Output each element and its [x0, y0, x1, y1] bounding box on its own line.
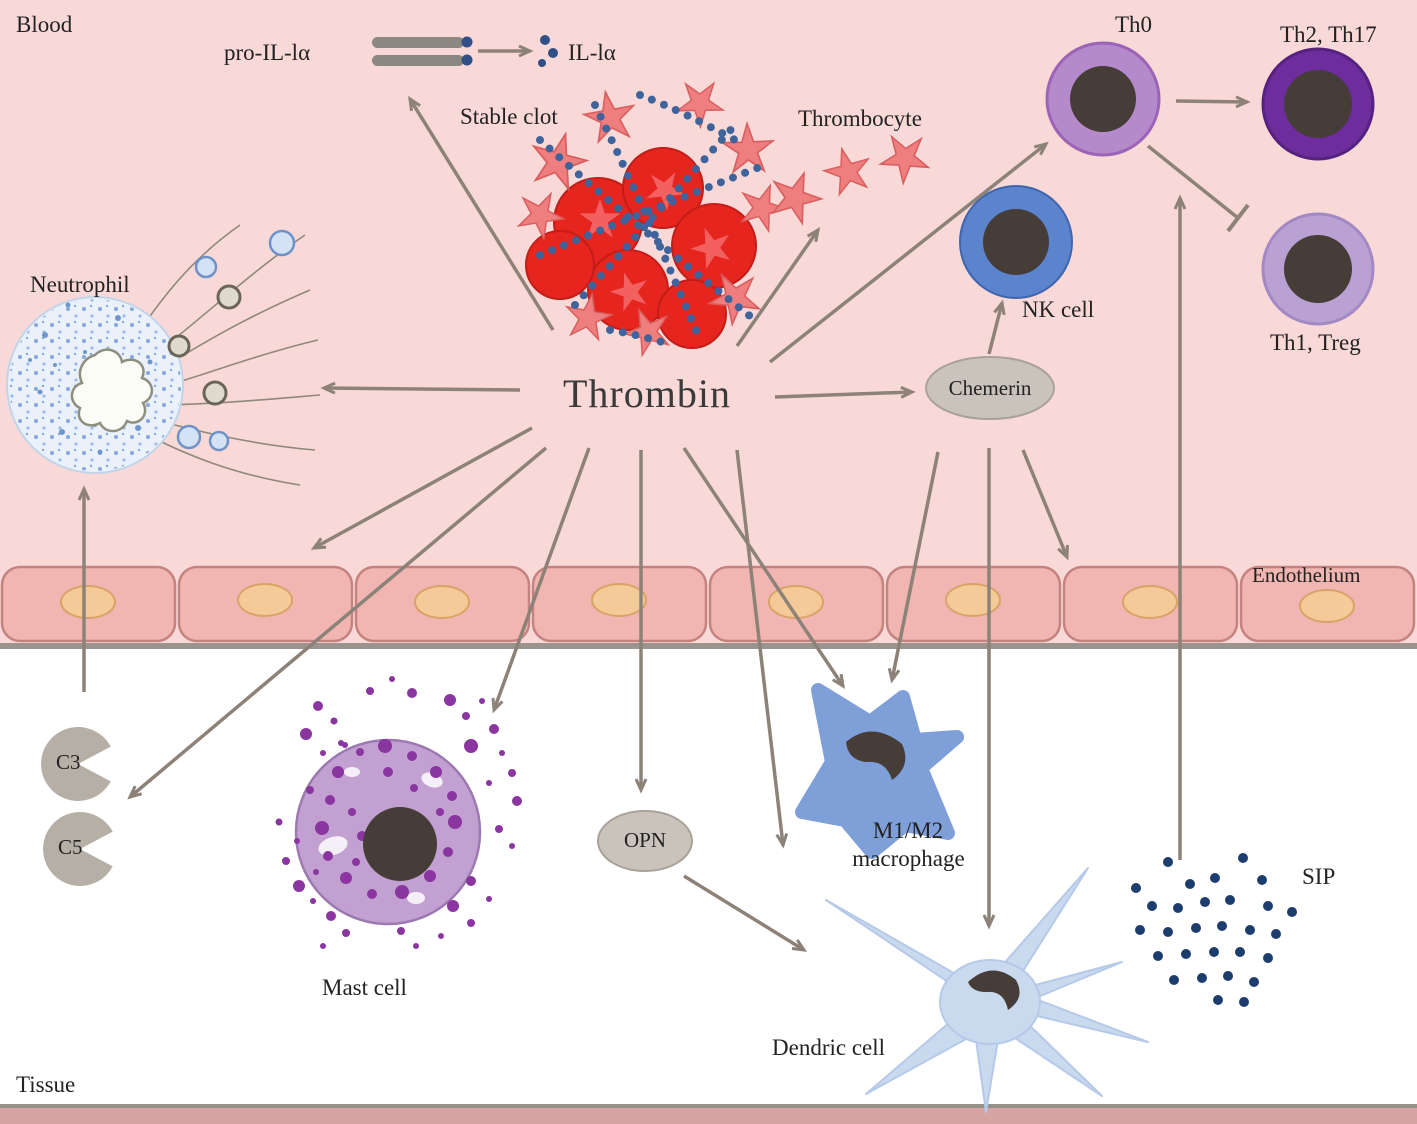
sip-label: SIP [1302, 864, 1336, 889]
th2-th17-label: Th2, Th17 [1280, 22, 1377, 47]
il1a-dots [538, 35, 558, 67]
inhibit-bar [1226, 203, 1250, 233]
bottom-bar-border [0, 1104, 1417, 1108]
neutrophil-label: Neutrophil [30, 272, 130, 297]
arrow-opn-to-dendritic [683, 874, 808, 952]
neutrophil-cell [6, 224, 321, 486]
th1-treg-label: Th1, Treg [1270, 330, 1361, 355]
th2-th17-cell-shape [1261, 47, 1375, 161]
dendric-cell-label: Dendric cell [772, 1035, 886, 1060]
dendritic-cell-shape [825, 867, 1149, 1113]
tissue-region [0, 647, 1417, 1104]
chemerin-label: Chemerin [948, 376, 1032, 400]
arrow-thrombin-to-dendritic [735, 449, 789, 849]
bottom-bar [0, 1108, 1417, 1124]
complement-c3-c5 [41, 727, 113, 886]
mast-granules-inside [306, 739, 462, 899]
mast-vacuoles [318, 767, 443, 904]
macrophage-label-line1: M1/M2 [872, 818, 944, 843]
pro-il1a-label: pro-IL-lα [224, 40, 311, 65]
th0-label: Th0 [1115, 12, 1153, 37]
macrophage-shape [795, 683, 964, 859]
arrow-th0-to-th2 [1175, 95, 1251, 109]
neutrophil-nucleus [70, 348, 154, 433]
tissue-region-label: Tissue [16, 1072, 76, 1097]
pro-il1a-complex [372, 35, 558, 67]
blood-region-label: Blood [16, 12, 73, 37]
mast-nucleus [363, 807, 437, 881]
opn-label: OPN [623, 828, 666, 852]
macrophage-nucleus [846, 731, 906, 780]
arrows [77, 44, 1251, 952]
endothelium-nuclei [60, 583, 1355, 623]
sip-dots [1131, 853, 1297, 1007]
chemerin-node [925, 356, 1055, 420]
stable-clot-cluster [506, 69, 793, 363]
nk-cell-shape [959, 185, 1073, 299]
arrow-thrombin-to-endothelium [310, 426, 533, 550]
fibrin-strands [536, 91, 769, 349]
mast-cell-shape [275, 676, 522, 949]
arrow-thrombin-to-macrophage [682, 447, 846, 690]
arrow-thrombin-to-mast [491, 447, 591, 714]
arrow-chemerin-to-endothelium [1021, 449, 1069, 561]
macrophage-label-line2: macrophage [852, 846, 965, 871]
arrow-chemerin-to-nk [987, 299, 1006, 355]
net-beads [167, 229, 296, 452]
endothelium-row [0, 565, 1416, 643]
stable-clot-label: Stable clot [460, 104, 558, 129]
inhibit-th0-to-th1 [1146, 144, 1240, 220]
endothelium-label: Endothelium [1252, 563, 1361, 587]
arrow-thrombin-to-chemerin [774, 386, 916, 399]
arrow-thrombin-to-th0 [768, 141, 1049, 364]
nk-cell-label: NK cell [1022, 297, 1095, 322]
thrombocyte-label: Thrombocyte [798, 106, 922, 131]
opn-node [597, 810, 693, 872]
arrow-thrombin-to-complement [127, 446, 548, 800]
th1-treg-cell-shape [1261, 212, 1375, 326]
endothelium-baseline [0, 643, 1417, 649]
arrow-chemerin-to-macrophage [887, 451, 940, 684]
dendritic-nucleus [968, 970, 1020, 1010]
c3-label: C3 [56, 750, 81, 774]
mast-granules-outside [275, 676, 522, 949]
arrow-thrombin-to-clot [408, 95, 555, 331]
thrombin-label: Thrombin [563, 371, 731, 416]
arrow-thrombin-to-neutrophil [320, 381, 521, 395]
arrow-thrombin-to-thrombocyte [735, 227, 821, 348]
th0-cell-shape [1045, 41, 1161, 157]
il1a-label: IL-lα [568, 40, 616, 65]
mast-cell-label: Mast cell [322, 975, 407, 1000]
c5-label: C5 [58, 835, 83, 859]
